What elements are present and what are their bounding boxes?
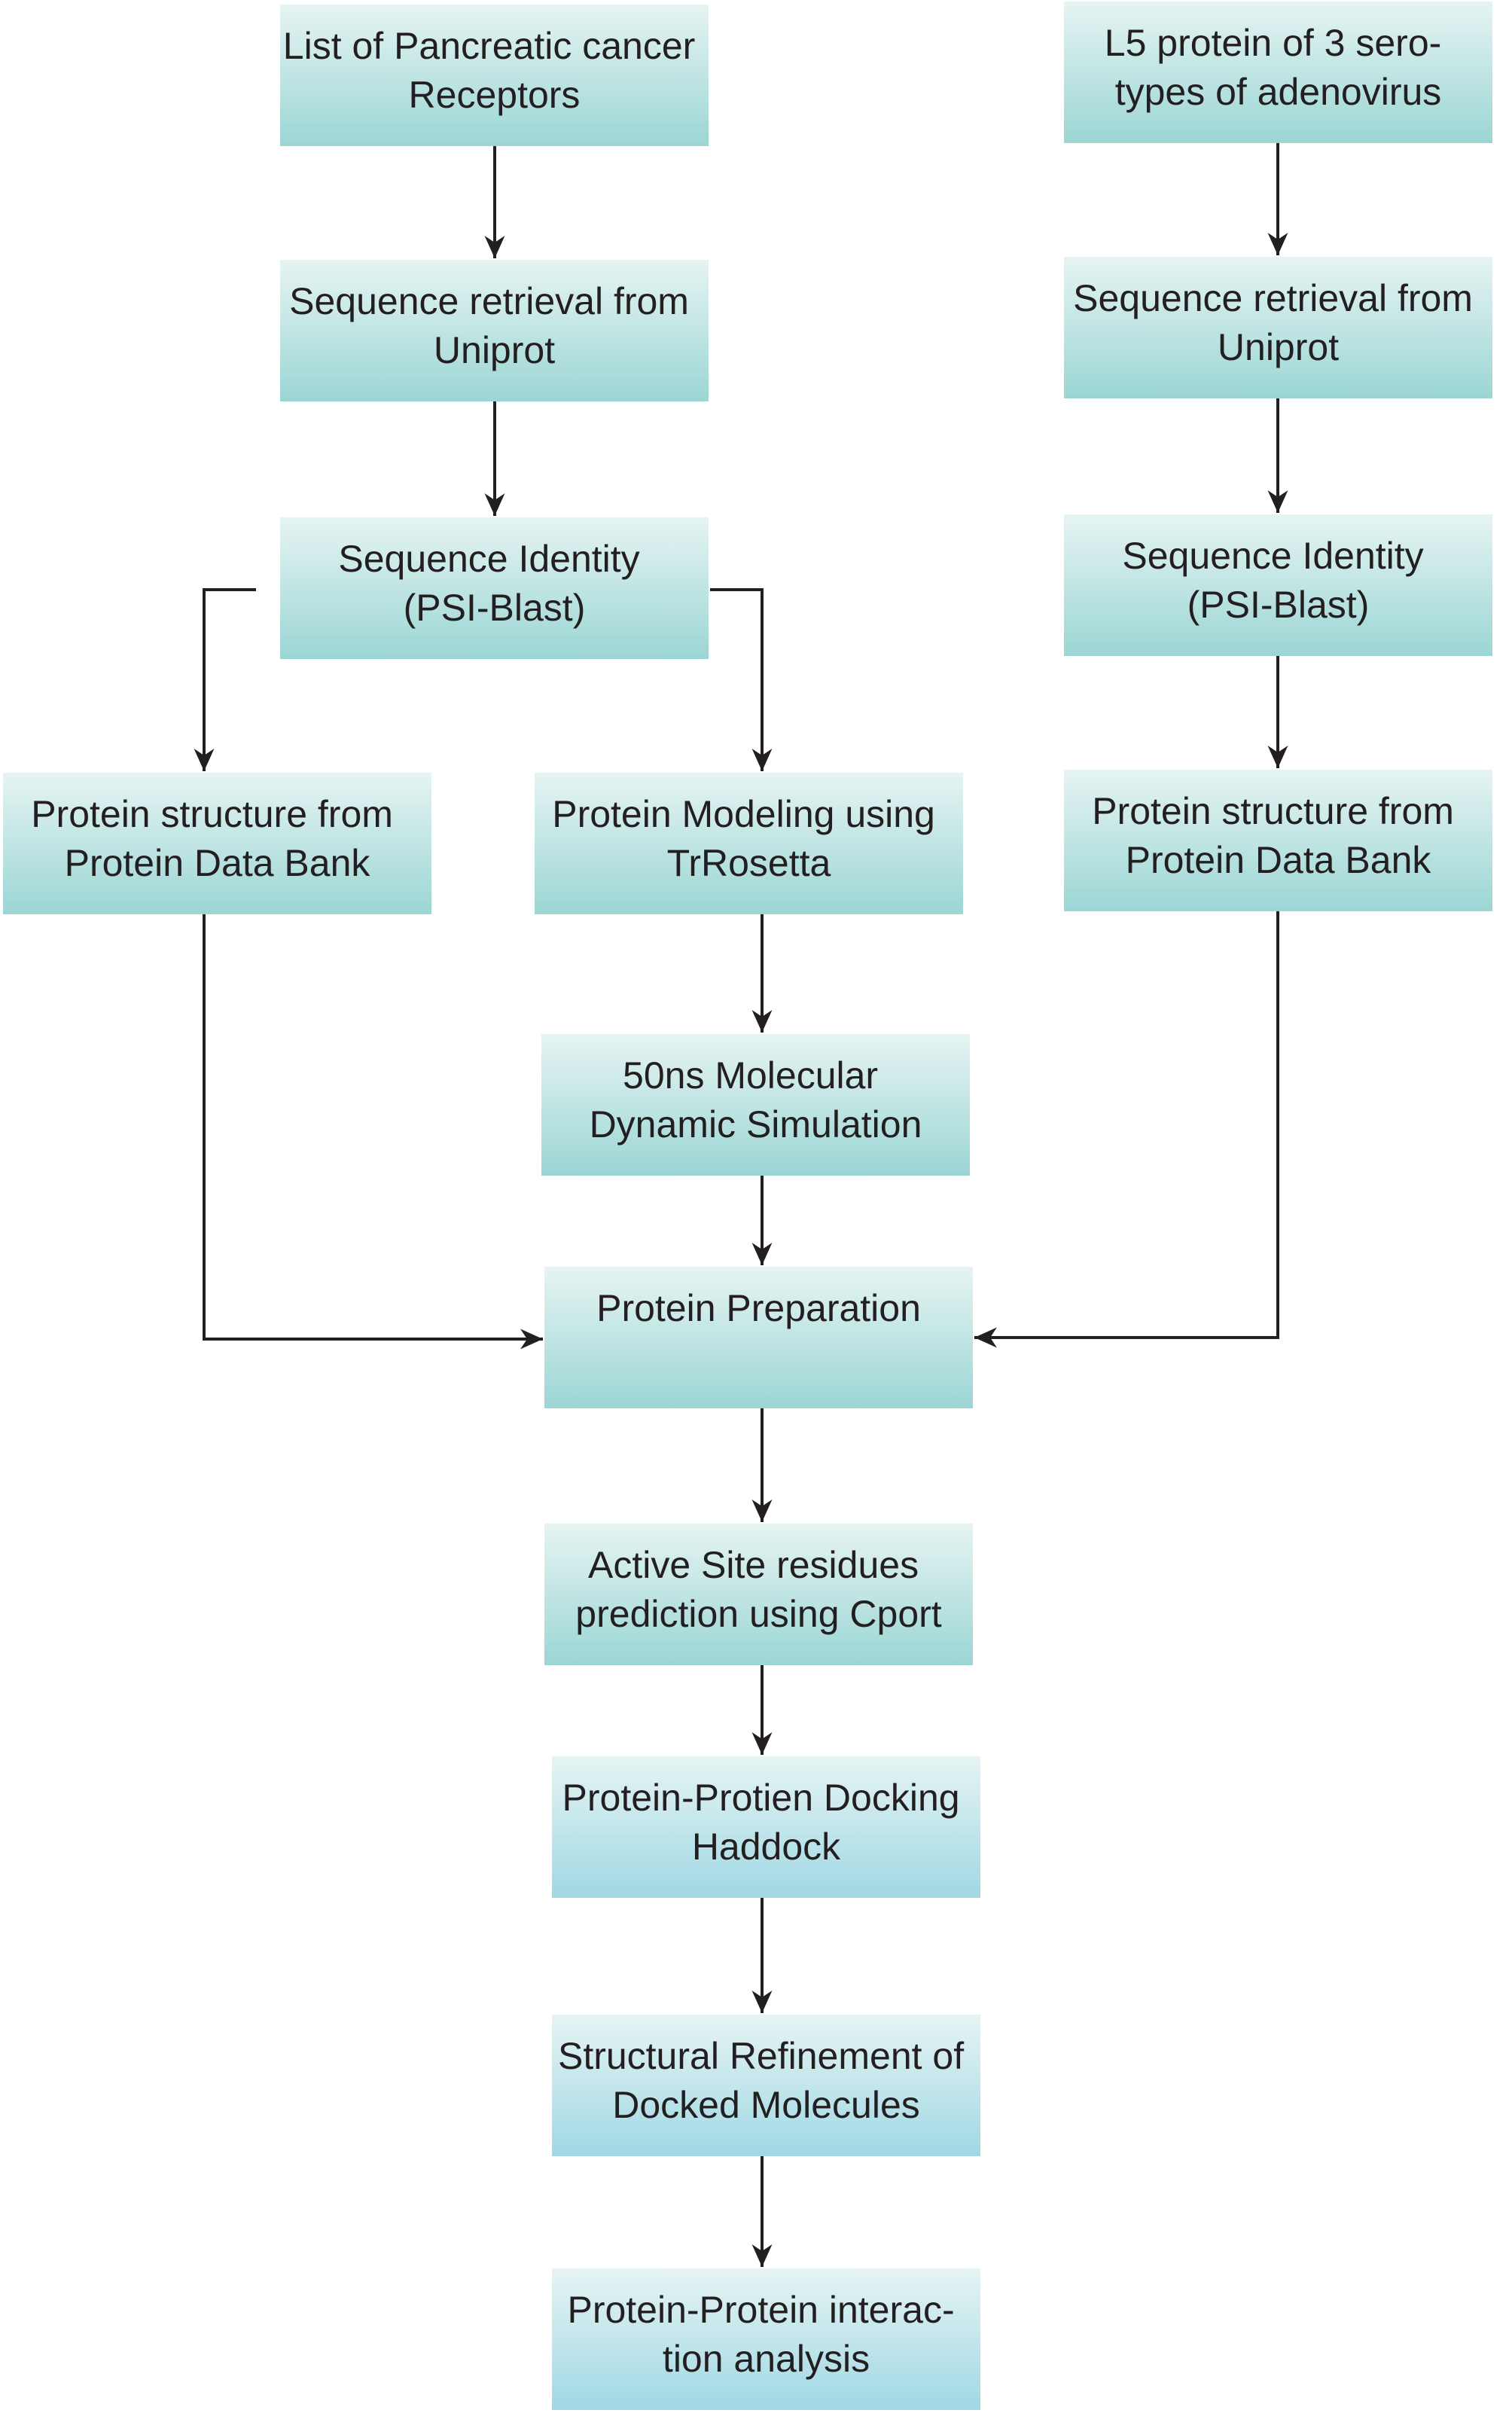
node-label: Active Site residues prediction using Cp…: [575, 1544, 941, 1635]
node-label-line: prediction using Cport: [575, 1593, 941, 1635]
edges: [194, 143, 1288, 2267]
node-label-line: Protein-Protien Docking: [562, 1777, 960, 1819]
node-label-line: Protein structure from: [31, 793, 393, 835]
node-sequence-identity-right: Sequence Identity (PSI-Blast): [1064, 514, 1492, 656]
node-protein-data-bank-right: Protein structure from Protein Data Bank: [1064, 770, 1492, 911]
node-box: [552, 1756, 980, 1898]
arrow-pdb-left-to-preparation: [203, 914, 543, 1350]
node-label: Protein-Protien Docking Haddock: [562, 1777, 971, 1868]
arrow-identity-to-pdb-left: [194, 588, 256, 771]
node-box: [1064, 770, 1492, 911]
node-label-line: Active Site residues: [588, 1544, 919, 1586]
node-label-line: Protein Data Bank: [65, 842, 371, 884]
node-label: Protein structure from Protein Data Bank: [31, 793, 404, 884]
node-interaction-analysis: Protein-Protein interac- tion analysis: [552, 2268, 980, 2410]
node-label: Protein Preparation: [596, 1287, 921, 1329]
node-label-line: Haddock: [692, 1826, 841, 1868]
node-label-line: Sequence retrieval from: [1073, 277, 1473, 319]
node-label: List of Pancreatic cancer Receptors: [283, 25, 706, 116]
arrow-identity-to-modeling: [710, 588, 773, 771]
node-label-line: Uniprot: [1218, 326, 1339, 368]
node-label: L5 protein of 3 sero- types of adenoviru…: [1105, 22, 1452, 113]
node-label-line: Structural Refinement of: [558, 2035, 964, 2077]
node-sequence-retrieval-right: Sequence retrieval from Uniprot: [1064, 257, 1492, 398]
node-structural-refinement: Structural Refinement of Docked Molecule…: [552, 2015, 980, 2156]
node-label: Sequence retrieval from Uniprot: [1073, 277, 1483, 368]
node-label-line: Protein Data Bank: [1126, 839, 1432, 881]
node-box: [544, 1267, 973, 1408]
node-box: [544, 1524, 973, 1665]
node-box: [1064, 2, 1492, 143]
node-label-line: Protein-Protein interac-: [567, 2289, 954, 2331]
node-sequence-identity-left: Sequence Identity (PSI-Blast): [280, 517, 709, 659]
node-box: [280, 5, 709, 146]
node-box: [552, 2268, 980, 2410]
node-box: [280, 517, 709, 659]
node-label-line: (PSI-Blast): [404, 587, 586, 629]
node-box: [541, 1034, 970, 1176]
node-protein-modeling: Protein Modeling using TrRosetta: [535, 773, 963, 914]
node-label-line: L5 protein of 3 sero-: [1105, 22, 1442, 64]
node-box: [552, 2015, 980, 2156]
node-label-line: Protein structure from: [1092, 790, 1454, 832]
node-label-line: Uniprot: [434, 329, 555, 371]
node-label-line: Sequence retrieval from: [289, 280, 689, 322]
node-label-line: Sequence Identity: [338, 538, 639, 580]
node-label-line: Docked Molecules: [612, 2084, 920, 2126]
node-label-line: 50ns Molecular: [623, 1054, 878, 1097]
node-label: Structural Refinement of Docked Molecule…: [558, 2035, 974, 2126]
node-box: [1064, 257, 1492, 398]
node-label: 50ns Molecular Dynamic Simulation: [590, 1054, 922, 1145]
node-label-line: types of adenovirus: [1115, 71, 1442, 113]
node-protein-data-bank-left: Protein structure from Protein Data Bank: [3, 773, 431, 914]
node-label: Protein structure from Protein Data Bank: [1092, 790, 1465, 881]
node-docking: Protein-Protien Docking Haddock: [552, 1756, 980, 1898]
node-active-site-prediction: Active Site residues prediction using Cp…: [544, 1524, 973, 1665]
node-pancreatic-receptors: List of Pancreatic cancer Receptors: [280, 5, 709, 146]
node-label-line: Protein Preparation: [596, 1287, 921, 1329]
node-label-line: List of Pancreatic cancer: [283, 25, 696, 67]
node-label-line: Sequence Identity: [1122, 535, 1423, 577]
node-label-line: Protein Modeling using: [552, 793, 935, 835]
node-box: [3, 773, 431, 914]
node-label-line: (PSI-Blast): [1187, 584, 1370, 626]
node-box: [280, 260, 709, 401]
node-protein-preparation: Protein Preparation: [544, 1267, 973, 1408]
node-l5-protein: L5 protein of 3 sero- types of adenoviru…: [1064, 2, 1492, 143]
node-label: Sequence Identity (PSI-Blast): [1122, 535, 1434, 626]
node-sequence-retrieval-left: Sequence retrieval from Uniprot: [280, 260, 709, 401]
node-label: Protein Modeling using TrRosetta: [552, 793, 946, 884]
node-label: Sequence retrieval from Uniprot: [289, 280, 700, 371]
node-box: [535, 773, 963, 914]
node-box: [1064, 514, 1492, 656]
node-md-simulation: 50ns Molecular Dynamic Simulation: [541, 1034, 970, 1176]
node-label: Protein-Protein interac- tion analysis: [567, 2289, 965, 2380]
node-label-line: TrRosetta: [667, 842, 831, 884]
node-label-line: Dynamic Simulation: [590, 1103, 922, 1145]
node-label-line: Receptors: [409, 74, 581, 116]
node-label-line: tion analysis: [663, 2338, 870, 2380]
node-label: Sequence Identity (PSI-Blast): [338, 538, 650, 629]
arrow-pdb-right-to-preparation: [974, 911, 1279, 1348]
